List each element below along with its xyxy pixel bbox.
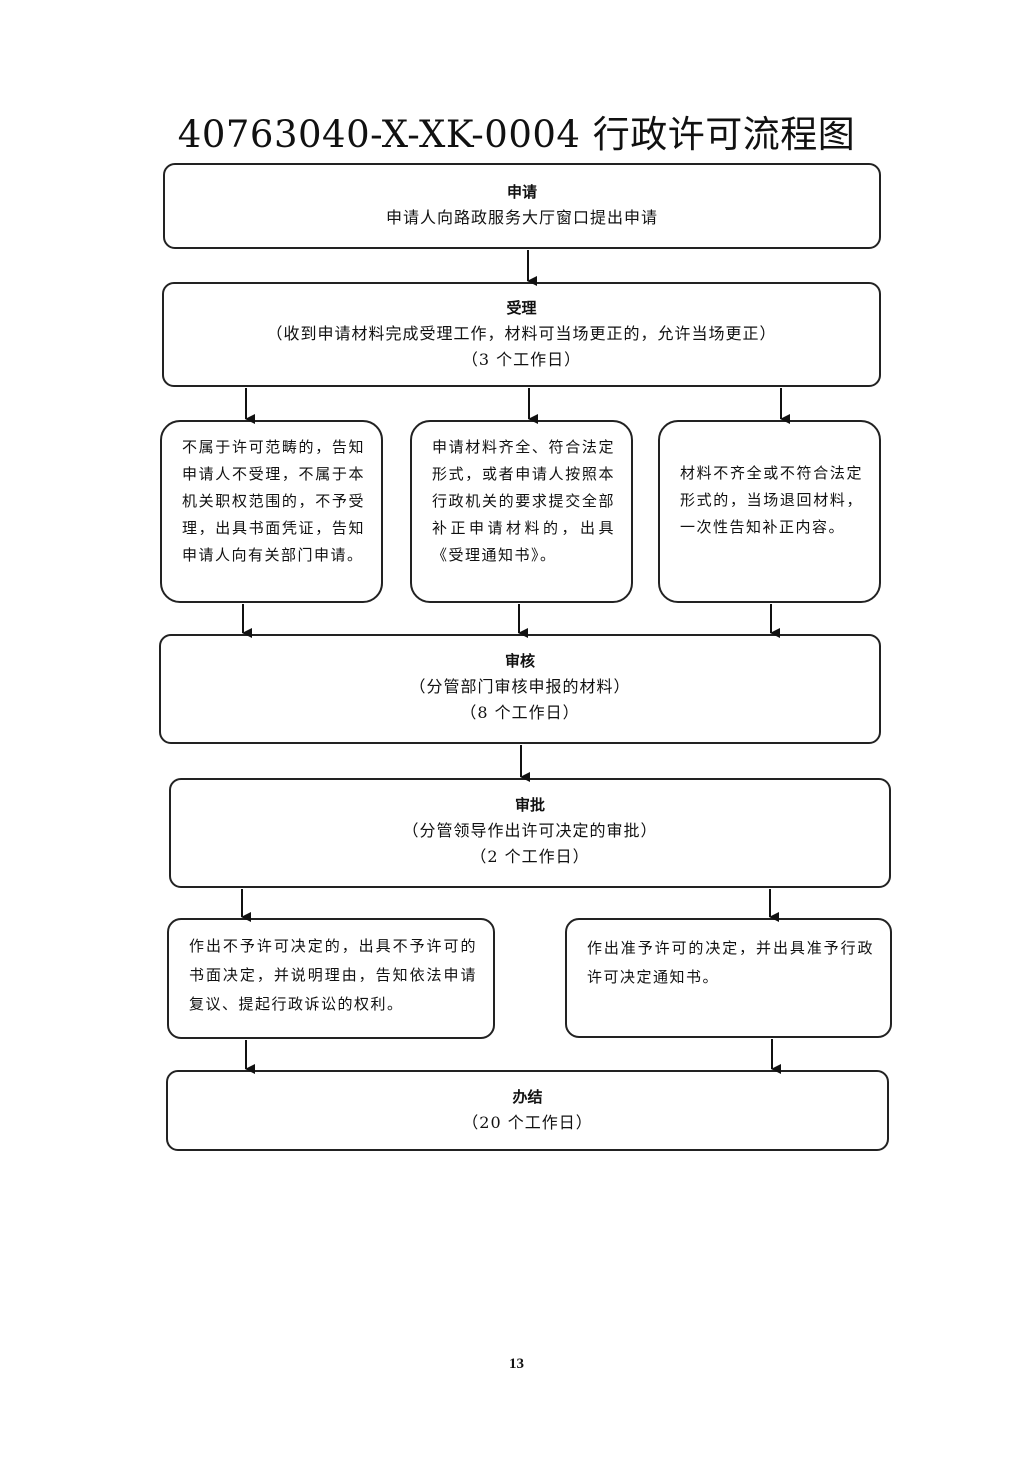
step-review-heading: 审核 [504, 652, 535, 670]
step-accept-line-2: （3 个工作日） [461, 350, 582, 369]
outcome-reject-box: 不属于许可范畴的，告知申请人不受理，不属于本机关职权范围的，不予受理，出具书面凭… [160, 420, 383, 603]
step-apply-heading: 申请 [506, 183, 537, 201]
decision-deny-text: 作出不予许可决定的，出具不予许可的书面决定，并说明理由，告知依法申请复议、提起行… [189, 937, 477, 1013]
step-complete-heading: 办结 [512, 1088, 543, 1106]
outcome-accept-box: 申请材料齐全、符合法定形式，或者申请人按照本行政机关的要求提交全部补正申请材料的… [410, 420, 633, 603]
decision-deny-box: 作出不予许可决定的，出具不予许可的书面决定，并说明理由，告知依法申请复议、提起行… [167, 918, 495, 1039]
decision-grant-text: 作出准予许可的决定，并出具准予行政许可决定通知书。 [587, 939, 874, 986]
step-accept-box: 受理 （收到申请材料完成受理工作，材料可当场更正的，允许当场更正） （3 个工作… [162, 282, 881, 387]
step-approve-heading: 审批 [514, 796, 545, 814]
step-accept-heading: 受理 [506, 299, 537, 317]
step-approve-line-1: （分管领导作出许可决定的审批） [402, 821, 658, 840]
page-number: 13 [509, 1356, 524, 1372]
step-review-box: 审核 （分管部门审核申报的材料） （8 个工作日） [159, 634, 881, 744]
decision-grant-box: 作出准予许可的决定，并出具准予行政许可决定通知书。 [565, 918, 892, 1038]
step-review-line-1: （分管部门审核申报的材料） [409, 677, 631, 696]
outcome-return-text: 材料不齐全或不符合法定形式的，当场退回材料，一次性告知补正内容。 [680, 464, 863, 536]
step-accept-line-1: （收到申请材料完成受理工作，材料可当场更正的，允许当场更正） [266, 324, 777, 343]
step-review-line-2: （8 个工作日） [460, 703, 580, 722]
outcome-return-box: 材料不齐全或不符合法定形式的，当场退回材料，一次性告知补正内容。 [658, 420, 881, 603]
step-complete-box: 办结 （20 个工作日） [166, 1070, 889, 1151]
outcome-reject-text: 不属于许可范畴的，告知申请人不受理，不属于本机关职权范围的，不予受理，出具书面凭… [182, 438, 365, 564]
outcome-accept-text: 申请材料齐全、符合法定形式，或者申请人按照本行政机关的要求提交全部补正申请材料的… [432, 438, 615, 564]
page-title: 40763040-X-XK-0004 行政许可流程图 [177, 113, 856, 156]
step-approve-line-2: （2 个工作日） [470, 847, 590, 866]
step-complete-line-1: （20 个工作日） [462, 1113, 593, 1132]
step-apply-box: 申请 申请人向路政服务大厅窗口提出申请 [163, 163, 881, 249]
step-apply-line-1: 申请人向路政服务大厅窗口提出申请 [385, 208, 658, 227]
step-approve-box: 审批 （分管领导作出许可决定的审批） （2 个工作日） [169, 778, 891, 888]
